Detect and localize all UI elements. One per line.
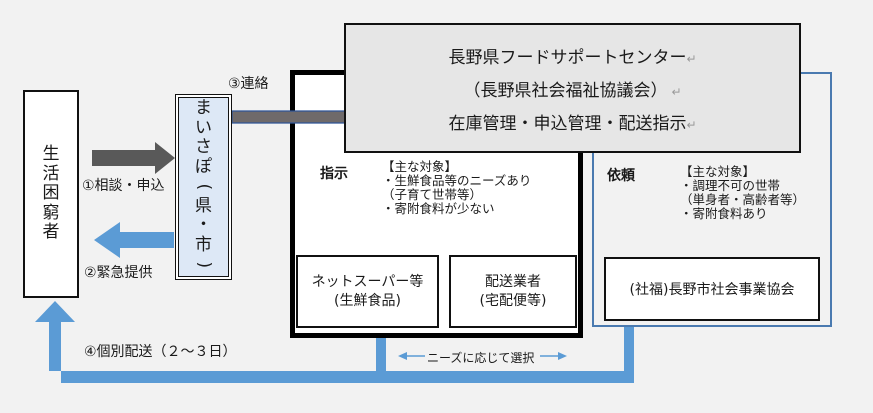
vertical-char: ・	[195, 215, 212, 236]
emergency-arrow	[94, 222, 174, 258]
maisapo-box[interactable]: まいさぽ ( 県・市)	[175, 94, 232, 280]
food-support-center[interactable]: 長野県フードサポートセンター↵ （長野県社会福祉協議会）↵ 在庫管理・申込管理・…	[344, 23, 801, 153]
step2-label: ②緊急提供	[84, 265, 153, 281]
vertical-char: 県	[195, 195, 212, 216]
provider-net-super[interactable]: ネットスーパー等 (生鮮食品)	[296, 255, 439, 328]
provider-nagano-city-association[interactable]: (社福)長野市社会事業協会	[604, 257, 820, 321]
vertical-char: (	[194, 183, 215, 191]
step4-label: ④個別配送（２～３日）	[84, 344, 237, 360]
vertical-char: 生	[42, 144, 60, 165]
person-in-need-box[interactable]: 生活困窮者	[23, 90, 79, 298]
vertical-char: 市	[195, 234, 212, 255]
consult-arrow	[92, 142, 175, 174]
request-label: 依頼	[607, 168, 635, 184]
right-targets: 【主な対象】 ・調理不可の世帯 （単身者・高齢者等） ・寄附食料あり	[680, 164, 806, 221]
person-label: 生活困窮者	[25, 92, 77, 296]
vertical-char: ま	[195, 98, 212, 119]
center-line-1: 長野県フードサポートセンター↵	[448, 47, 697, 68]
vertical-char: 活	[42, 163, 60, 184]
vertical-char: い	[195, 117, 212, 138]
instruct-label: 指示	[320, 166, 348, 182]
vertical-char: )	[194, 261, 215, 269]
vertical-char: 窮	[42, 202, 60, 223]
select-label: ニーズに応じて選択	[427, 351, 535, 365]
vertical-char: 困	[42, 183, 60, 204]
maisapo-label: まいさぽ ( 県・市)	[178, 97, 229, 277]
provider-delivery[interactable]: 配送業者 (宅配便等)	[449, 255, 577, 328]
step3-label: ③連絡	[228, 76, 269, 92]
center-line-3: 在庫管理・申込管理・配送指示↵	[448, 113, 697, 134]
contact-arrow	[231, 101, 361, 133]
delivery-path-arrow	[35, 301, 634, 383]
center-line-2: （長野県社会福祉協議会）↵	[463, 80, 682, 101]
step1-label: ①相談・申込	[82, 178, 165, 194]
select-arrow-right	[540, 352, 567, 360]
vertical-char: さ	[195, 137, 212, 158]
select-arrow-left	[398, 352, 425, 360]
left-targets: 【主な対象】 ・生鮮食品等のニーズあり （子育て世帯等） ・寄附食料が少ない	[382, 159, 532, 216]
vertical-char: ぽ	[195, 156, 212, 177]
vertical-char: 者	[42, 222, 60, 243]
